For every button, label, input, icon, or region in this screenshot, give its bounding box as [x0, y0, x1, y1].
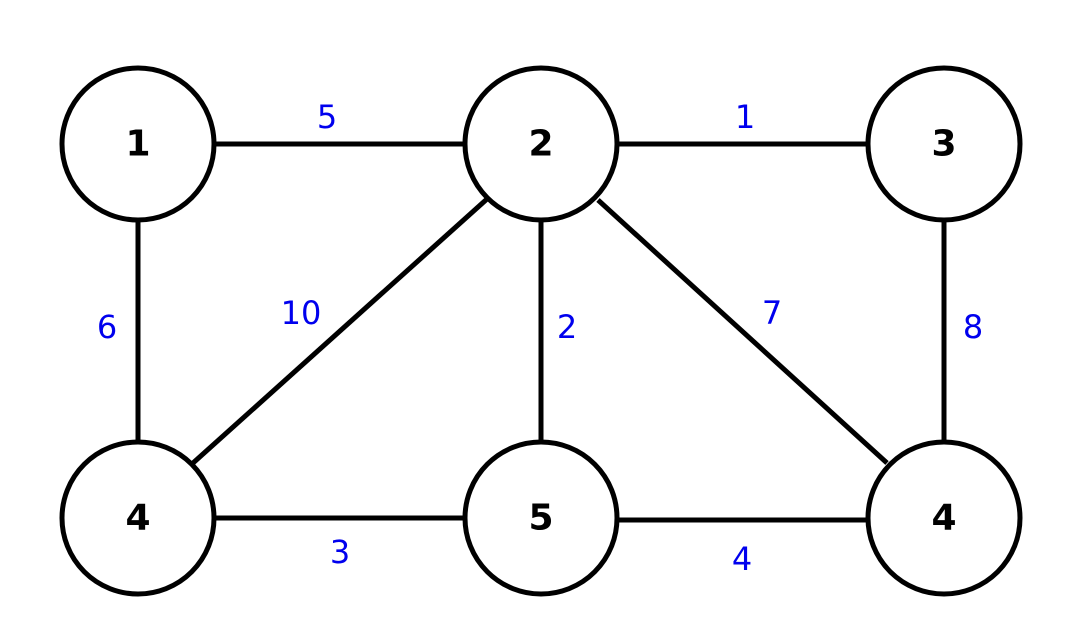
- edge-weight-4-5: 3: [330, 533, 350, 571]
- edge-2-4: [191, 197, 489, 465]
- node-circle-1: [59, 65, 217, 223]
- edge-weight-2-5: 2: [557, 308, 577, 346]
- node-label-4-left: 4: [125, 498, 150, 539]
- weights-layer: 5 1 6 10 2 7 8 3 4: [97, 98, 983, 578]
- nodes-layer: 1 2 3 4 5 4: [59, 65, 1023, 597]
- node-label-2: 2: [528, 124, 553, 165]
- node-label-4-right: 4: [931, 498, 956, 539]
- graph-node-5: 5: [462, 439, 620, 597]
- node-circle-2: [462, 65, 620, 223]
- graph-node-2: 2: [462, 65, 620, 223]
- edge-2-4b: [596, 198, 889, 465]
- edges-layer: [135, 141, 947, 523]
- graph-node-1: 1: [59, 65, 217, 223]
- edge-weight-2-3: 1: [735, 98, 755, 136]
- graph-node-4-right: 4: [865, 439, 1023, 597]
- node-label-3: 3: [931, 124, 956, 165]
- node-circle-4-left: [59, 439, 217, 597]
- edge-weight-2-4b: 7: [762, 294, 782, 332]
- edge-weight-1-2: 5: [317, 98, 337, 136]
- node-circle-5: [462, 439, 620, 597]
- edge-weight-3-4b: 8: [963, 308, 983, 346]
- graph-node-3: 3: [865, 65, 1023, 223]
- node-circle-4-right: [865, 439, 1023, 597]
- node-label-5: 5: [528, 498, 553, 539]
- node-circle-3: [865, 65, 1023, 223]
- graph-node-4-left: 4: [59, 439, 217, 597]
- node-label-1: 1: [125, 124, 150, 165]
- edge-weight-2-4: 10: [281, 294, 322, 332]
- edge-weight-1-4: 6: [97, 308, 117, 346]
- edge-weight-5-4b: 4: [732, 540, 752, 578]
